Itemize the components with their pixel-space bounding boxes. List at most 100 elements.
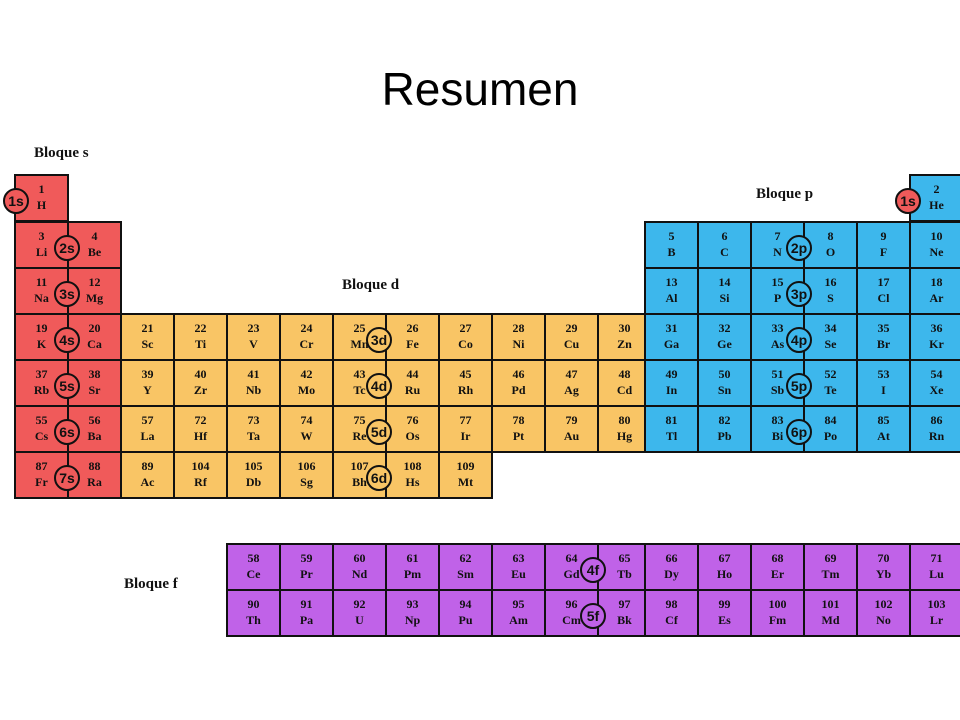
- atomic-number: 70: [877, 551, 890, 565]
- atomic-number: 108: [403, 459, 422, 473]
- element-symbol: Fe: [406, 337, 419, 351]
- element-symbol: Ca: [87, 337, 102, 351]
- element-symbol: Sb: [770, 383, 785, 397]
- atomic-number: 66: [665, 551, 678, 565]
- element-symbol: Pa: [299, 613, 314, 627]
- orbital-5p-marker: 5p: [786, 373, 812, 399]
- d-block-label: Bloque d: [342, 277, 400, 293]
- element-symbol: Cd: [616, 383, 633, 397]
- element-symbol: Rf: [194, 475, 207, 489]
- atomic-number: 6: [721, 229, 728, 243]
- element-symbol: Tc: [353, 383, 366, 397]
- element-symbol: Re: [352, 429, 367, 443]
- element-symbol: Ir: [460, 429, 471, 443]
- element-symbol: W: [300, 429, 313, 443]
- atomic-number: 106: [297, 459, 316, 473]
- atomic-number: 63: [512, 551, 525, 565]
- element-symbol: Ni: [512, 337, 525, 351]
- element-symbol: Sn: [717, 383, 732, 397]
- orbital-5d-marker: 5d: [366, 419, 392, 445]
- atomic-number: 14: [718, 275, 731, 289]
- element-symbol: Db: [245, 475, 262, 489]
- atomic-number: 36: [930, 321, 943, 335]
- atomic-number: 93: [406, 597, 419, 611]
- atomic-number: 50: [718, 367, 731, 381]
- atomic-number: 103: [927, 597, 946, 611]
- element-symbol: Er: [770, 567, 785, 581]
- orbital-4f-marker: 4f: [580, 557, 606, 583]
- element-symbol: In: [665, 383, 678, 397]
- orbital-3d-marker: 3d: [366, 327, 392, 353]
- orbital-6p-marker: 6p: [786, 419, 812, 445]
- element-symbol: Ho: [716, 567, 733, 581]
- atomic-number: 102: [874, 597, 893, 611]
- element-symbol: B: [667, 245, 676, 259]
- atomic-number: 32: [718, 321, 731, 335]
- element-symbol: Ga: [663, 337, 680, 351]
- element-symbol: Ac: [140, 475, 155, 489]
- element-symbol: V: [249, 337, 258, 351]
- atomic-number: 28: [512, 321, 525, 335]
- atomic-number: 60: [353, 551, 366, 565]
- orbital-4s-marker: 4s: [54, 327, 80, 353]
- element-symbol: Mn: [350, 337, 369, 351]
- element-symbol: Sm: [457, 567, 474, 581]
- atomic-number: 73: [247, 413, 260, 427]
- element-symbol: K: [36, 337, 47, 351]
- atomic-number: 81: [665, 413, 678, 427]
- element-symbol: S: [827, 291, 834, 305]
- element-symbol: Mt: [457, 475, 474, 489]
- element-symbol: Os: [405, 429, 420, 443]
- atomic-number: 24: [300, 321, 313, 335]
- atomic-number: 7: [774, 229, 781, 243]
- element-symbol: No: [876, 613, 891, 627]
- atomic-number: 4: [91, 229, 98, 243]
- atomic-number: 59: [300, 551, 313, 565]
- atomic-number: 88: [88, 459, 101, 473]
- atomic-number: 53: [877, 367, 890, 381]
- atomic-number: 92: [353, 597, 366, 611]
- atomic-number: 57: [141, 413, 154, 427]
- atomic-number: 3: [38, 229, 45, 243]
- atomic-number: 107: [350, 459, 369, 473]
- element-symbol: Cf: [665, 613, 678, 627]
- element-symbol: Br: [876, 337, 891, 351]
- atomic-number: 89: [141, 459, 154, 473]
- orbital-7s-marker: 7s: [54, 465, 80, 491]
- orbital-1s-marker: 1s: [895, 188, 921, 214]
- element-symbol: Te: [824, 383, 837, 397]
- atomic-number: 101: [821, 597, 840, 611]
- element-symbol: Gd: [563, 567, 580, 581]
